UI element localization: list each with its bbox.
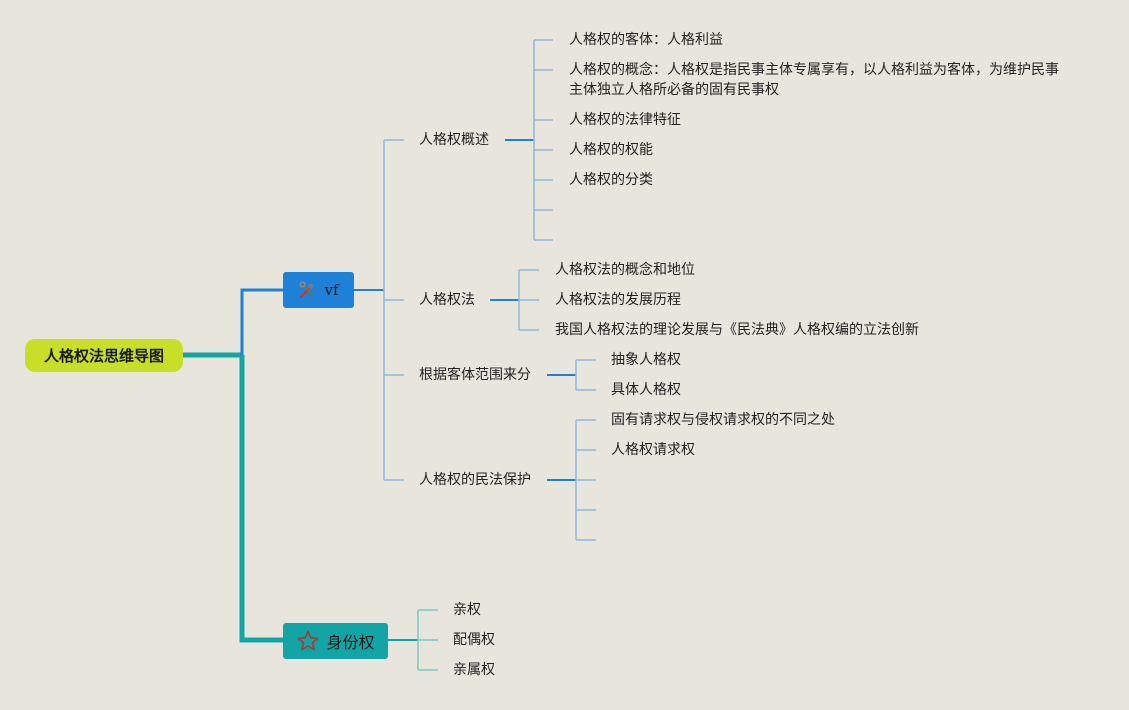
branch-node-identity[interactable]: 身份权 [283,623,388,659]
list-item[interactable]: 具体人格权 [611,382,681,398]
topic-overview[interactable]: 人格权概述 [419,132,489,148]
list-item[interactable]: 我国人格权法的理论发展与《民法典》人格权编的立法创新 [555,322,919,338]
list-item[interactable]: 人格权请求权 [611,442,695,458]
topic-civil-protection[interactable]: 人格权的民法保护 [419,472,531,488]
topic-object-scope[interactable]: 根据客体范围来分 [419,367,531,383]
connector-root-to-sf [239,355,283,643]
branch-node-vf[interactable]: vf [283,272,354,308]
list-item[interactable]: 亲权 [453,602,481,618]
root-node[interactable]: 人格权法思维导图 [25,339,183,372]
star-outline-icon [296,629,320,653]
branch-label-identity: 身份权 [326,633,375,652]
list-item[interactable]: 人格权的分类 [569,172,653,188]
connector-root-to-vf [240,288,283,355]
list-item[interactable]: 固有请求权与侵权请求权的不同之处 [611,412,835,428]
list-item[interactable]: 人格权的权能 [569,142,653,158]
root-label: 人格权法思维导图 [43,347,164,365]
list-item[interactable]: 人格权的法律特征 [569,112,681,128]
branch-label-vf: vf [324,281,339,299]
topic-law[interactable]: 人格权法 [419,292,475,308]
list-item[interactable]: 亲属权 [453,662,495,678]
list-item[interactable]: 抽象人格权 [611,352,681,368]
list-item[interactable]: 主体独立人格所必备的固有民事权 [569,82,779,98]
hammer-wrench-icon [298,280,318,300]
list-item[interactable]: 人格权法的概念和地位 [555,262,695,278]
list-item[interactable]: 人格权的客体：人格利益 [569,32,723,48]
list-item[interactable]: 人格权法的发展历程 [555,292,681,308]
list-item[interactable]: 配偶权 [453,632,495,648]
list-item[interactable]: 人格权的概念：人格权是指民事主体专属享有，以人格利益为客体，为维护民事 [569,62,1059,78]
